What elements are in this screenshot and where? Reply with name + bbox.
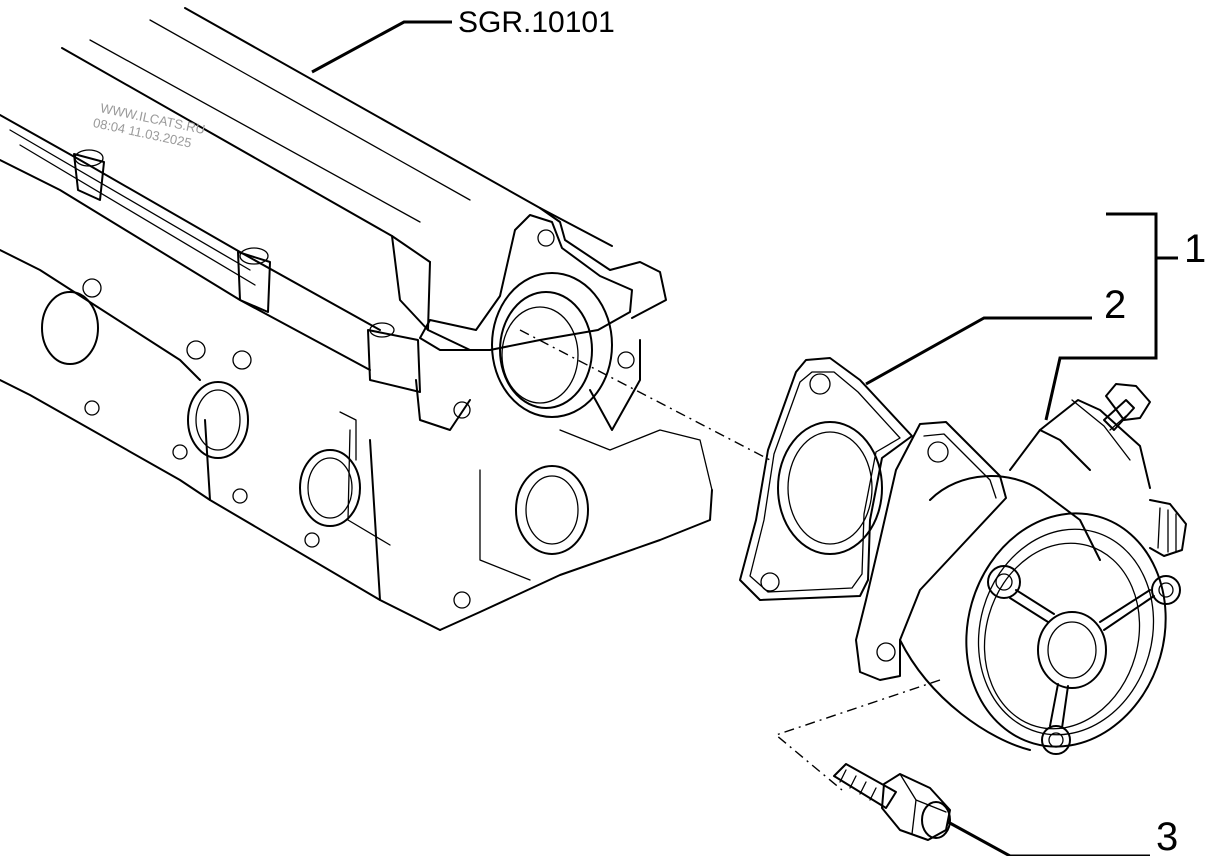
alignment-axis	[519, 329, 771, 461]
vacuum-pump-drawing	[855, 383, 1187, 755]
bolt-drawing	[833, 763, 951, 841]
reference-code-label: SGR.10101	[458, 6, 615, 39]
cylinder-head-drawing	[0, 7, 713, 631]
leader-lines	[311, 20, 1178, 856]
callout-2-label: 2	[1104, 283, 1126, 327]
gasket-drawing	[739, 357, 913, 601]
bolt-axis	[774, 679, 941, 791]
callout-3-label: 3	[1156, 815, 1178, 856]
callout-1-label: 1	[1184, 227, 1206, 271]
